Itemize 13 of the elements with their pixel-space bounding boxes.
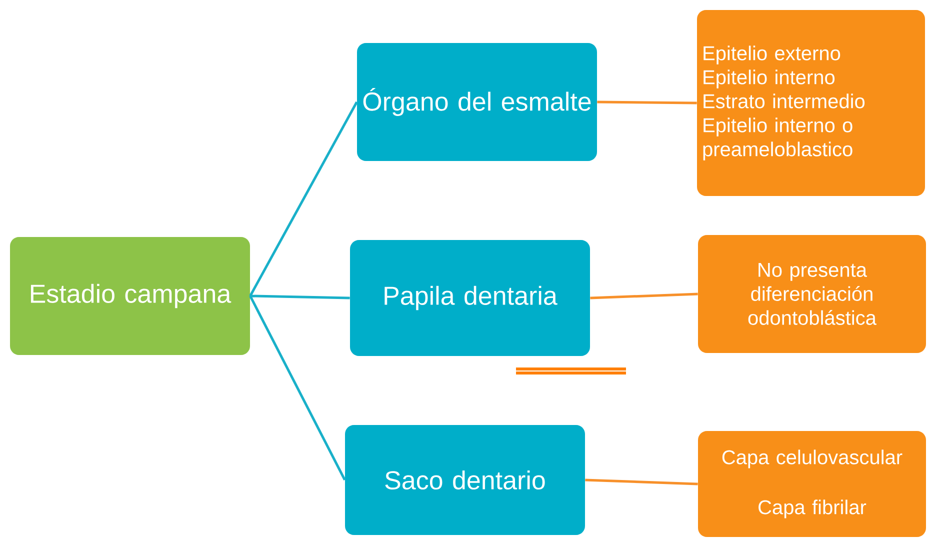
detail-box: No presenta diferenciación odontoblástica [698,235,926,353]
connector-line [249,295,346,481]
connector-line [597,100,697,104]
connector-line [250,294,350,300]
structure-box: Saco dentario [345,424,585,535]
detail-box: Epitelio externo Epitelio interno Estrato intermedio Epitelio interno o preameloblastico [697,10,925,196]
connector-line [249,101,358,297]
structure-box: Órgano del esmalte [357,43,597,161]
stage-box: Estadio campana [10,237,250,355]
connector-line [590,292,698,300]
connector-line [585,478,698,486]
detail-box: Capa celulovascular Capa fibrilar [698,430,926,537]
structure-box: Papila dentaria [350,240,590,356]
